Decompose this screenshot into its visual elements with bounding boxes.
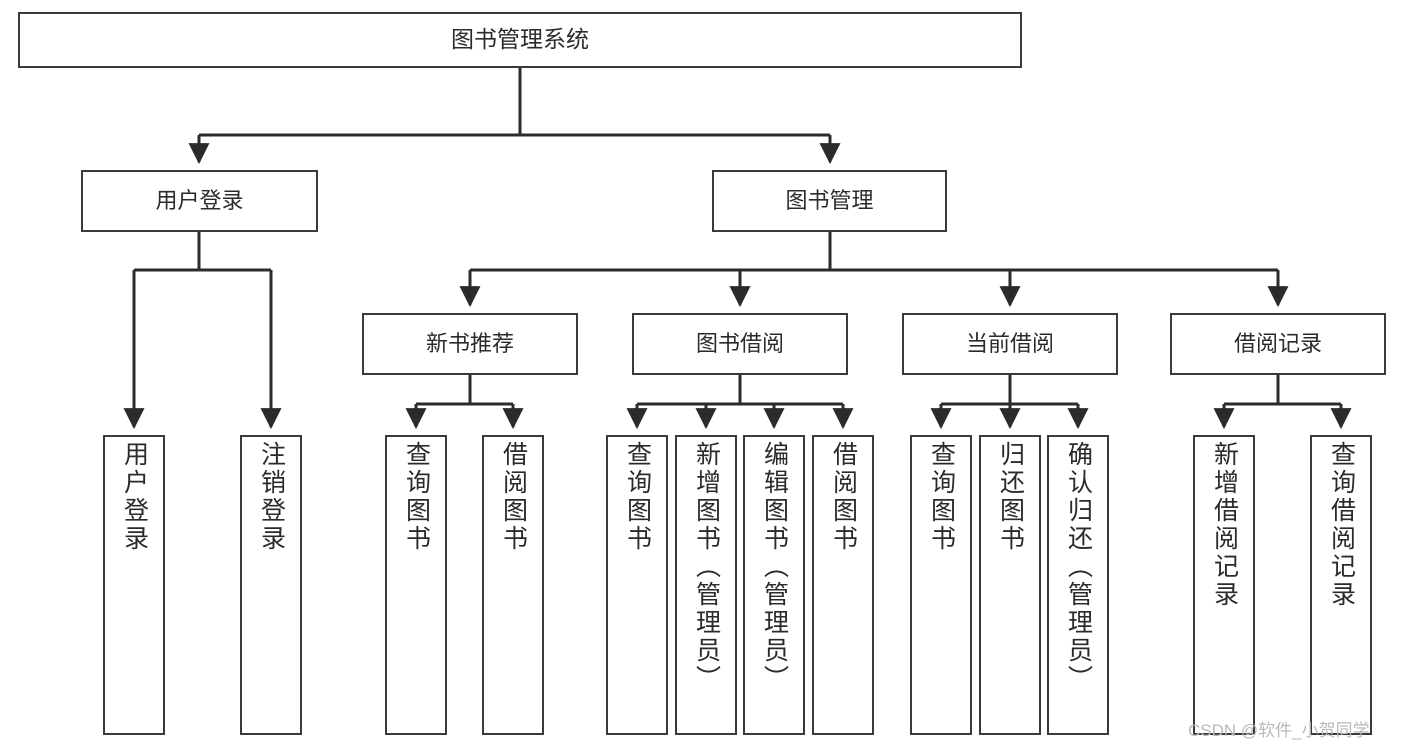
node-leaf-borrow-book-2-label: 借阅图书 bbox=[829, 441, 858, 553]
node-leaf-user-login-label: 用户登录 bbox=[120, 441, 149, 553]
node-leaf-query-record[interactable]: 查询借阅记录 bbox=[1310, 435, 1372, 735]
node-borrow-record-label: 借阅记录 bbox=[1233, 331, 1322, 357]
node-leaf-logout-login[interactable]: 注销登录 bbox=[240, 435, 302, 735]
node-current-borrow[interactable]: 当前借阅 bbox=[902, 313, 1118, 375]
node-leaf-borrow-book-1[interactable]: 借阅图书 bbox=[482, 435, 544, 735]
node-leaf-confirm-return[interactable]: 确认归还（管理员） bbox=[1047, 435, 1109, 735]
node-book-management[interactable]: 图书管理 bbox=[712, 170, 947, 232]
node-leaf-confirm-return-label: 确认归还（管理员） bbox=[1064, 441, 1093, 693]
node-leaf-edit-book-label: 编辑图书（管理员） bbox=[760, 441, 789, 693]
node-new-book-recommend[interactable]: 新书推荐 bbox=[362, 313, 578, 375]
node-root-label: 图书管理系统 bbox=[451, 26, 589, 53]
node-leaf-query-book-1[interactable]: 查询图书 bbox=[385, 435, 447, 735]
node-leaf-query-book-1-label: 查询图书 bbox=[402, 441, 431, 553]
node-borrow-record[interactable]: 借阅记录 bbox=[1170, 313, 1386, 375]
node-leaf-return-book-label: 归还图书 bbox=[996, 441, 1025, 553]
node-leaf-return-book[interactable]: 归还图书 bbox=[979, 435, 1041, 735]
node-leaf-borrow-book-2[interactable]: 借阅图书 bbox=[812, 435, 874, 735]
node-leaf-add-book-label: 新增图书（管理员） bbox=[692, 441, 721, 693]
node-current-borrow-label: 当前借阅 bbox=[965, 331, 1054, 357]
node-new-book-recommend-label: 新书推荐 bbox=[425, 331, 514, 357]
node-leaf-query-record-label: 查询借阅记录 bbox=[1327, 441, 1356, 609]
node-user-login-label: 用户登录 bbox=[155, 188, 244, 214]
node-book-borrow-label: 图书借阅 bbox=[695, 331, 784, 357]
node-book-borrow[interactable]: 图书借阅 bbox=[632, 313, 848, 375]
node-leaf-query-book-3-label: 查询图书 bbox=[927, 441, 956, 553]
node-leaf-add-book[interactable]: 新增图书（管理员） bbox=[675, 435, 737, 735]
node-leaf-query-book-2-label: 查询图书 bbox=[623, 441, 652, 553]
node-leaf-query-book-3[interactable]: 查询图书 bbox=[910, 435, 972, 735]
csdn-watermark: CSDN @软件_小贺同学 bbox=[1188, 721, 1370, 740]
node-book-management-label: 图书管理 bbox=[785, 188, 874, 214]
node-leaf-add-record-label: 新增借阅记录 bbox=[1210, 441, 1239, 609]
node-leaf-add-record[interactable]: 新增借阅记录 bbox=[1193, 435, 1255, 735]
node-leaf-borrow-book-1-label: 借阅图书 bbox=[499, 441, 528, 553]
node-leaf-logout-login-label: 注销登录 bbox=[257, 441, 286, 553]
node-leaf-user-login[interactable]: 用户登录 bbox=[103, 435, 165, 735]
node-user-login[interactable]: 用户登录 bbox=[81, 170, 318, 232]
node-root[interactable]: 图书管理系统 bbox=[18, 12, 1022, 68]
node-leaf-query-book-2[interactable]: 查询图书 bbox=[606, 435, 668, 735]
node-leaf-edit-book[interactable]: 编辑图书（管理员） bbox=[743, 435, 805, 735]
